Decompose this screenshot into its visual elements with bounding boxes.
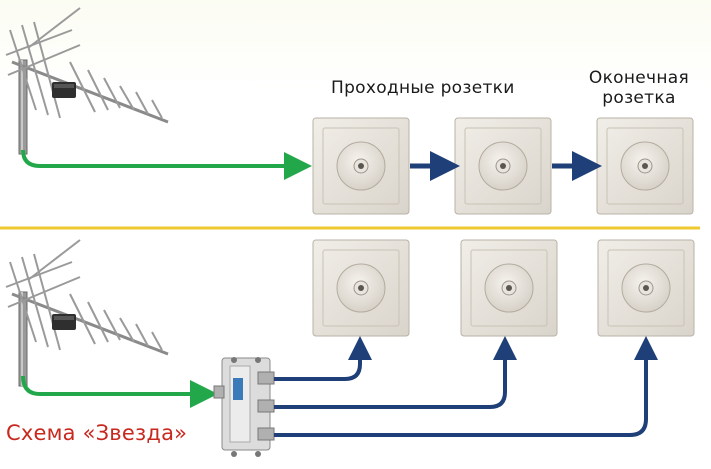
socket-pass-2: [454, 117, 552, 215]
socket-star-2: [460, 239, 558, 337]
splitter-icon: [213, 357, 275, 457]
antenna-icon-bottom: [4, 238, 170, 388]
blue-cable-3: [274, 336, 658, 437]
end-socket-label: Оконечная розетка: [588, 68, 690, 108]
blue-cable-1: [274, 336, 372, 381]
pass-through-sockets-label: Проходные розетки: [331, 78, 515, 98]
green-cable-top: [21, 149, 312, 180]
socket-star-1: [312, 239, 410, 337]
socket-pass-1: [312, 117, 410, 215]
blue-cable-2: [274, 336, 517, 409]
star-scheme-label: Схема «Звезда»: [6, 421, 188, 445]
socket-end: [596, 117, 694, 215]
green-cable-bottom: [21, 375, 218, 408]
socket-star-3: [597, 239, 695, 337]
antenna-icon-top: [4, 6, 170, 156]
